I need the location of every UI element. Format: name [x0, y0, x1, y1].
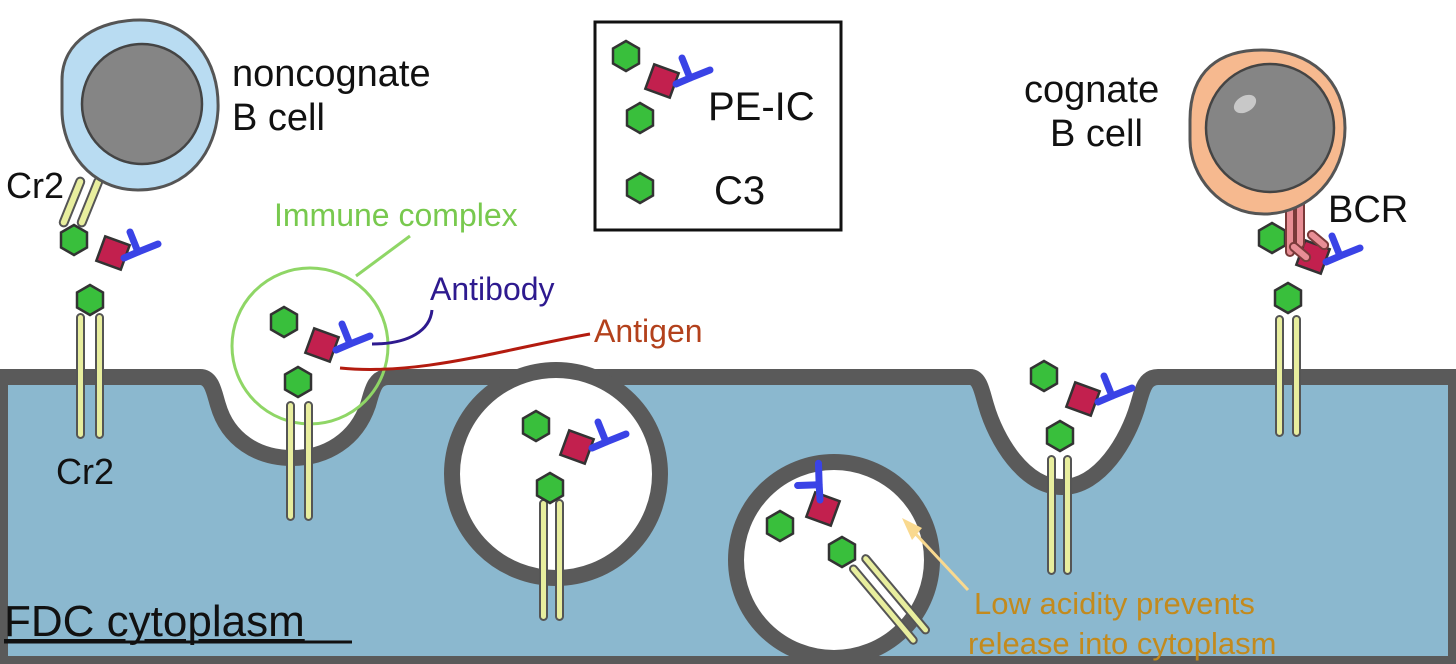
cr2-receptor-left — [58, 176, 158, 439]
legend-c3: C3 — [714, 169, 765, 213]
cognate-b-cell — [1188, 48, 1347, 216]
acidity-label: Low acidity prevents — [974, 586, 1255, 621]
c3-icon — [59, 223, 89, 257]
fdc-membrane — [0, 369, 1456, 664]
legend-box: PE-IC C3 — [593, 20, 843, 232]
noncognate-label-line2: B cell — [232, 97, 325, 139]
endosome-2-complex — [765, 459, 931, 645]
antigen-label: Antigen — [594, 313, 703, 349]
antibody-label: Antibody — [430, 271, 555, 307]
immune-complex-pointer — [355, 234, 411, 278]
c3-legend-icon — [625, 171, 655, 205]
cr2-bottom-label: Cr2 — [56, 451, 114, 492]
c3-icon — [625, 101, 655, 135]
immune-complex-label: Immune complex — [274, 197, 518, 233]
c3-icon — [75, 283, 105, 317]
noncognate-label: noncognate — [232, 53, 431, 95]
endosome-1-complex — [521, 409, 626, 621]
c3-icon — [611, 39, 641, 73]
fdc-cytoplasm-region — [0, 369, 1456, 664]
acidity-arrow — [902, 518, 970, 592]
legend-pe-ic: PE-IC — [708, 85, 815, 129]
antigen-icon — [94, 234, 132, 272]
cognate-label-line2: B cell — [1050, 113, 1143, 155]
cognate-receptor-complex — [1257, 195, 1360, 437]
antibody-pointer — [371, 309, 434, 346]
antigen-pointer — [339, 332, 591, 371]
fdc-cytoplasm-label: FDC cytoplasm — [4, 597, 305, 646]
cognate-label: cognate — [1024, 69, 1159, 111]
immune-complex-group — [230, 234, 591, 521]
cr2-top-label: Cr2 — [6, 165, 64, 206]
acidity-label-line2: release into cytoplasm — [968, 626, 1276, 661]
bcr-label: BCR — [1328, 189, 1408, 231]
noncognate-b-cell — [60, 18, 220, 192]
right-pit-complex — [1029, 359, 1132, 575]
